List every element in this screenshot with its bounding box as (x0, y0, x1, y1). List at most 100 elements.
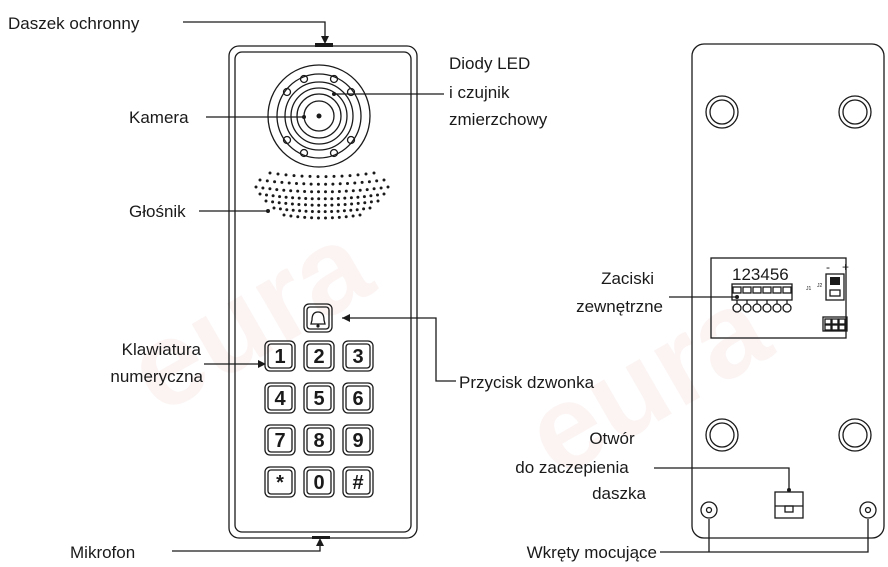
speaker-dot (323, 210, 327, 214)
speaker-dot (376, 193, 379, 197)
speaker-dot (308, 174, 312, 178)
speaker-dot (362, 195, 366, 199)
key-3[interactable]: 3 (342, 340, 374, 372)
speaker-dot (343, 203, 347, 206)
screw-left (700, 501, 718, 519)
speaker-dot (358, 188, 362, 192)
dip-switch-lever (830, 277, 840, 285)
speaker-dot (295, 182, 298, 185)
speaker-dot (289, 214, 293, 218)
key-1[interactable]: 1 (264, 340, 296, 372)
key-label: 5 (313, 388, 324, 410)
speaker-dot (337, 190, 341, 193)
key-6[interactable]: 6 (342, 382, 374, 414)
speaker-dot (330, 203, 334, 207)
label-microphone: Mikrofon (70, 543, 135, 562)
key-8[interactable]: 8 (303, 424, 335, 456)
key-5[interactable]: 5 (303, 382, 335, 414)
speaker-dot (330, 190, 334, 194)
speaker-dot (268, 171, 272, 175)
terminal-slot (762, 286, 772, 294)
speaker-dot (364, 172, 368, 176)
speaker-dot (304, 203, 307, 207)
speaker-dot (317, 203, 321, 207)
speaker-dot (310, 216, 314, 220)
key-0[interactable]: 0 (303, 466, 335, 498)
speaker-dot (268, 187, 272, 191)
speaker-dot (365, 188, 369, 192)
speaker-dot (282, 213, 286, 217)
label-hole-line3: daszka (592, 484, 646, 503)
speaker-dot (351, 189, 355, 193)
mounting-hole-top-right (838, 95, 872, 129)
speaker-dot (342, 209, 346, 213)
key-hash[interactable]: # (342, 466, 374, 498)
speaker-dot (368, 206, 372, 210)
speaker-dot (261, 186, 265, 190)
terminal-screw (772, 303, 782, 313)
terminal-box (710, 257, 847, 339)
speaker-dot (323, 203, 327, 207)
speaker-dot (330, 210, 334, 213)
back-panel: 123456 J1 J2 - + (691, 43, 885, 539)
speaker-dot (324, 190, 327, 194)
screw-right (859, 501, 877, 519)
speaker-dot (292, 174, 296, 178)
speaker-dot (297, 196, 301, 200)
speaker-dot (375, 179, 379, 183)
speaker-dot (355, 208, 359, 212)
mounting-hole-top-left (705, 95, 739, 129)
speaker-dot (349, 196, 353, 200)
key-label: 9 (352, 430, 363, 452)
key-7[interactable]: 7 (264, 424, 296, 456)
camera (267, 64, 371, 168)
speaker-dot (356, 195, 360, 199)
speaker-dot (273, 180, 277, 184)
dip-switch (825, 273, 845, 301)
mounting-hole-bottom-right (838, 418, 872, 452)
speaker-dot (310, 210, 314, 213)
terminal-slot (782, 286, 792, 294)
label-terminals-line1: Zaciski (601, 269, 654, 288)
key-4[interactable]: 4 (264, 382, 296, 414)
key-9[interactable]: 9 (342, 424, 374, 456)
speaker-dot (369, 194, 373, 198)
speaker-dot (346, 182, 349, 185)
label-led-line2: i czujnik (449, 83, 510, 102)
speaker-dot (298, 209, 302, 213)
label-led-line3: zmierzchowy (449, 110, 548, 129)
speaker-dot (360, 180, 364, 184)
speaker-dot (300, 174, 304, 178)
speaker-dot (350, 202, 354, 206)
key-label: # (352, 472, 363, 494)
speaker-dot (336, 209, 340, 213)
speaker-dot (386, 185, 390, 189)
speaker-dot (336, 197, 340, 200)
key-label: 6 (352, 388, 363, 410)
key-2[interactable]: 2 (303, 340, 335, 372)
speaker-grille (254, 171, 390, 220)
jumper-label-j2: J2 (817, 283, 823, 289)
terminal-numbers: 123456 (732, 265, 789, 284)
speaker-dot (297, 203, 301, 206)
speaker-dot (379, 186, 383, 190)
speaker-dot (287, 181, 291, 185)
speaker-dot (271, 194, 275, 198)
speaker-dot (258, 192, 262, 196)
key-label: 4 (274, 388, 286, 410)
bell-button[interactable] (303, 303, 333, 333)
terminal-screw (762, 303, 772, 313)
speaker-dot (304, 209, 308, 213)
speaker-dot (356, 173, 360, 177)
speaker-dot (304, 197, 308, 200)
label-terminals-line2: zewnętrzne (576, 297, 663, 316)
key-label: 2 (313, 346, 324, 368)
speaker-dot (367, 180, 371, 184)
front-leader-lines (172, 21, 456, 552)
speaker-dot (348, 174, 352, 178)
speaker-dot (254, 185, 258, 189)
key-star[interactable]: * (264, 466, 296, 498)
